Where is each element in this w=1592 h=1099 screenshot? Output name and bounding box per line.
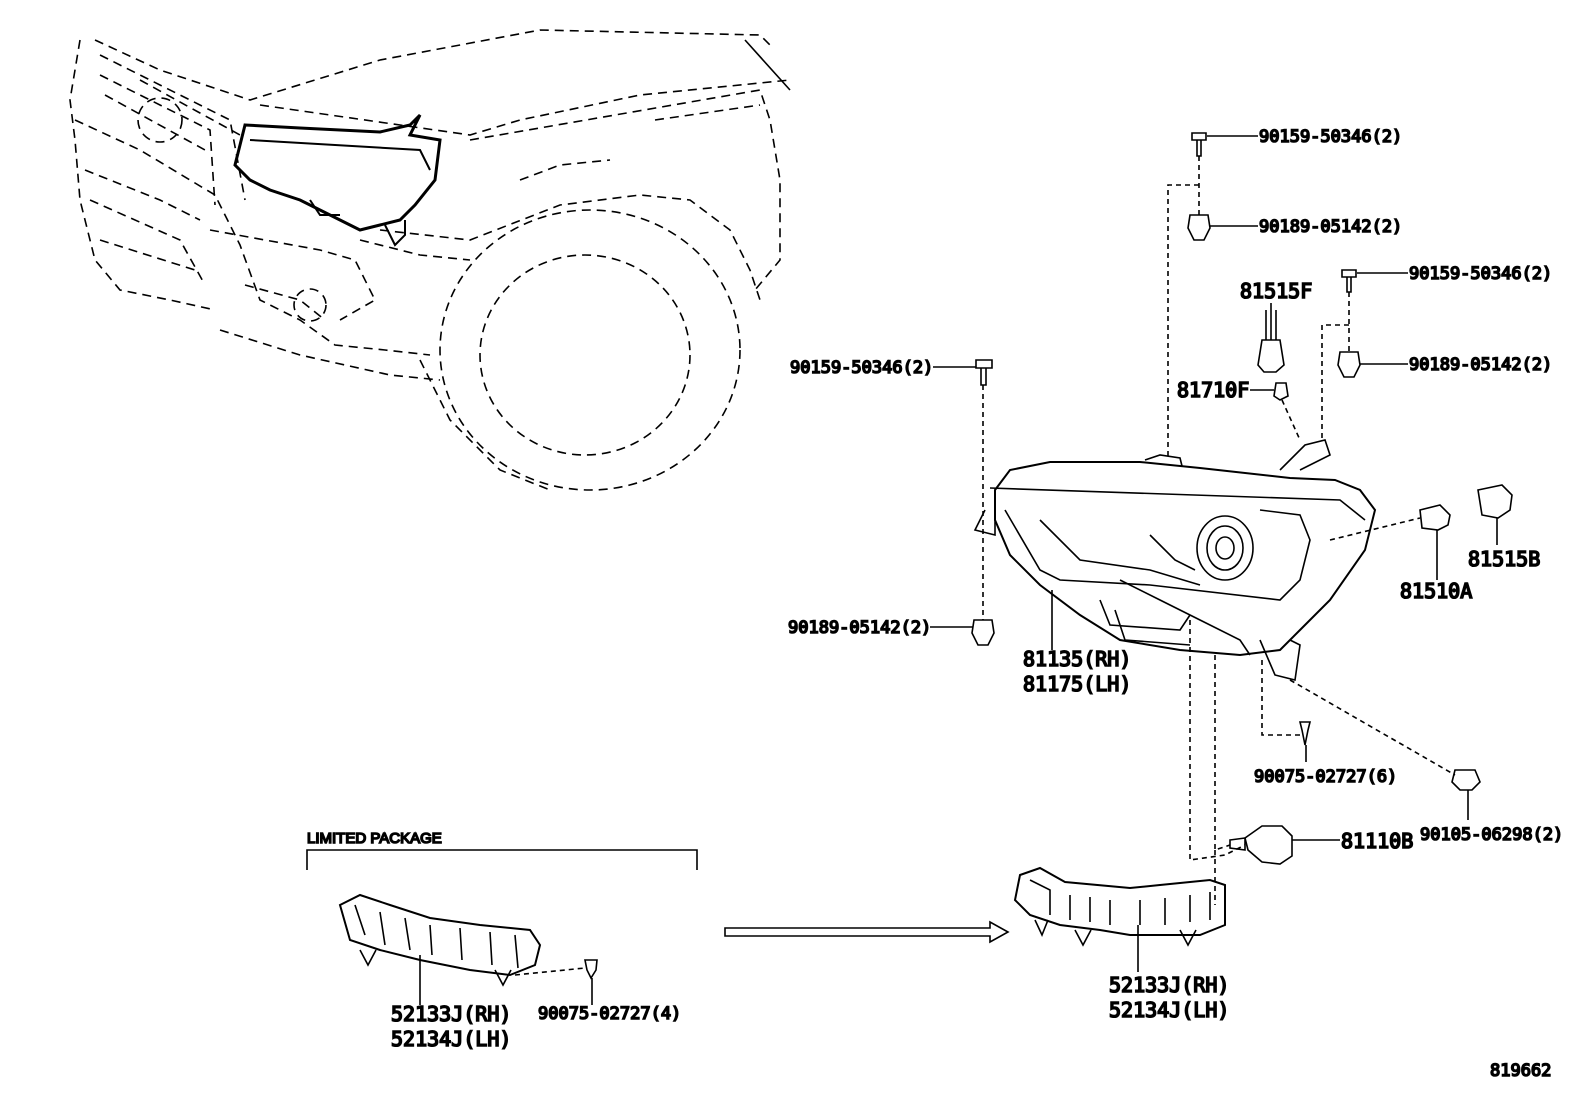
leader-lines (419, 135, 1498, 1005)
vehicle-front-illustration (69, 29, 791, 491)
label-90159-50346-left: 90159-50346(2) (790, 358, 933, 378)
label-52134J-lh-limited: 52134J(LH) (391, 1027, 511, 1051)
limited-package-note: LIMITED PACKAGE (307, 830, 442, 847)
label-52133J-rh-main: 52133J(RH) (1109, 973, 1229, 997)
label-90189-05142-left: 90189-05142(2) (788, 618, 931, 638)
diagram-id: 819662 (1490, 1061, 1551, 1081)
limited-package-frame (306, 849, 698, 870)
label-81515B: 81515B (1468, 547, 1540, 571)
headlamp-assembly-illustration (973, 439, 1377, 681)
label-90159-50346-right: 90159-50346(2) (1409, 264, 1552, 284)
label-81510A: 81510A (1400, 579, 1472, 603)
label-90189-05142-right: 90189-05142(2) (1409, 355, 1552, 375)
bracket-main-illustration (1013, 866, 1226, 947)
label-52134J-lh-main: 52134J(LH) (1109, 998, 1229, 1022)
label-81175-lh: 81175(LH) (1023, 672, 1131, 696)
label-90189-05142-top: 90189-05142(2) (1259, 217, 1402, 237)
label-81710F: 81710F (1177, 378, 1249, 402)
assembly-lines (514, 156, 1456, 976)
transfer-arrow (724, 920, 1010, 944)
label-90075-02727-4: 90075-02727(4) (538, 1004, 681, 1024)
label-52133J-rh-limited: 52133J(RH) (391, 1002, 511, 1026)
label-81515F: 81515F (1240, 279, 1312, 303)
label-90105-06298: 90105-06298(2) (1420, 825, 1563, 845)
bracket-limited-illustration (338, 893, 542, 987)
label-90159-50346-top: 90159-50346(2) (1259, 127, 1402, 147)
label-81135-rh: 81135(RH) (1023, 647, 1131, 671)
label-90075-02727-6: 90075-02727(6) (1254, 767, 1397, 787)
label-81110B: 81110B (1341, 829, 1413, 853)
